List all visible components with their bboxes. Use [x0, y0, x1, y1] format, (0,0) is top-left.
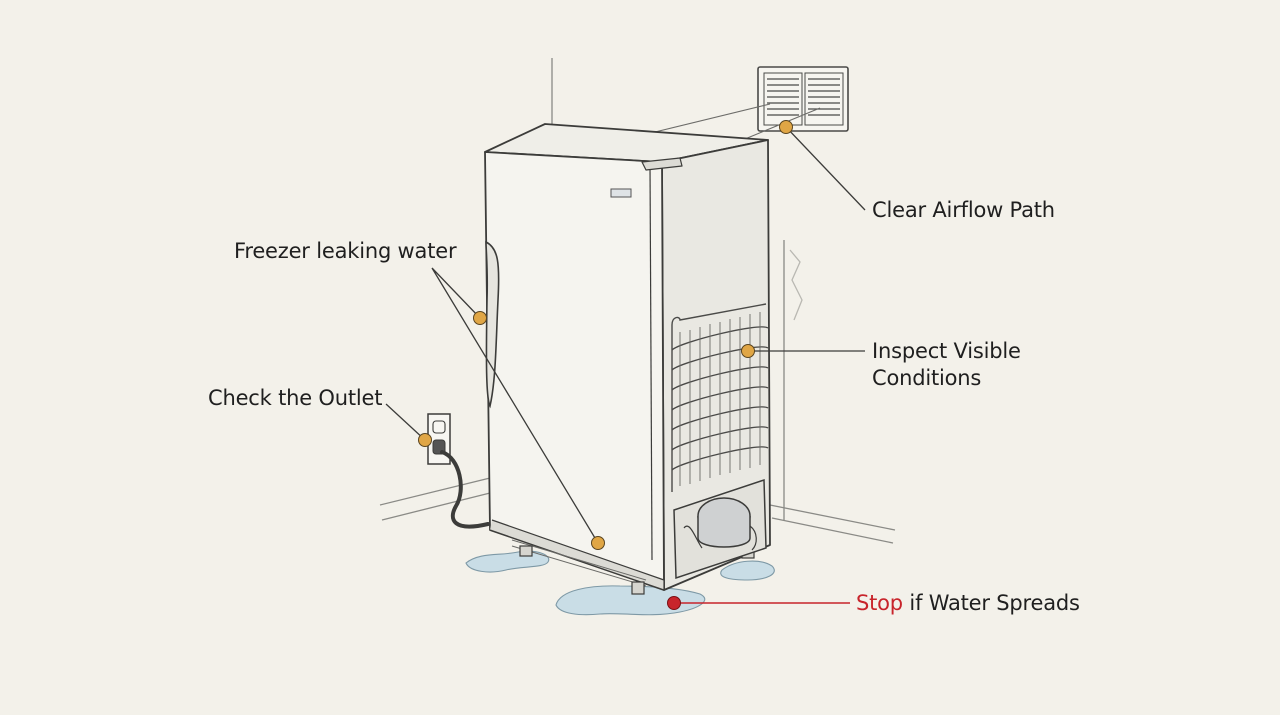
stop-marker: [667, 596, 681, 610]
airflow-marker: [779, 120, 793, 134]
condenser-coils: [671, 303, 769, 492]
leak-label: Freezer leaking water: [234, 239, 457, 263]
outlet-marker: [418, 433, 432, 447]
room-lines: [379, 58, 896, 544]
stop-word: Stop: [856, 591, 903, 615]
stop-label: Stop if Water Spreads: [856, 590, 1080, 617]
outlet-label: Check the Outlet: [208, 386, 383, 410]
leak-marker-base: [591, 536, 605, 550]
wall-vent-icon: [757, 66, 849, 132]
front-grille: [511, 539, 647, 587]
compressor-icon: [673, 478, 767, 580]
power-cord: [440, 450, 490, 529]
inspect-label-line1: Inspect Visible: [872, 339, 1021, 363]
callout-markers: [418, 120, 793, 610]
inspect-label: Inspect Visible Conditions: [872, 338, 1021, 392]
brand-badge: [610, 188, 632, 198]
inspect-marker: [741, 344, 755, 358]
door-handle: [485, 240, 500, 409]
stop-rest: if Water Spreads: [902, 591, 1080, 615]
leak-marker-handle: [473, 311, 487, 325]
callout-leaders: [385, 126, 866, 544]
freezer-body: [484, 123, 771, 591]
airflow-label: Clear Airflow Path: [872, 198, 1055, 222]
inspect-label-line2: Conditions: [872, 366, 982, 390]
